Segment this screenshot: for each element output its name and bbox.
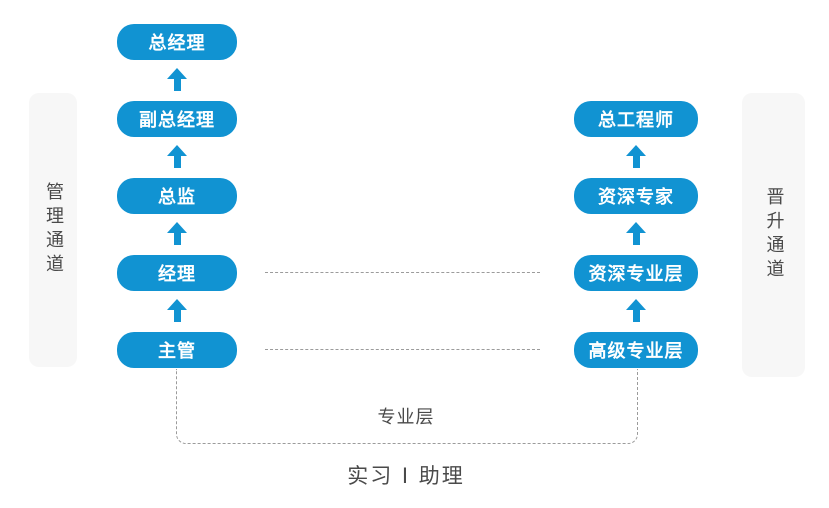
professional-layer-bracket	[176, 369, 638, 444]
professional-level-node: 资深专家	[574, 178, 698, 214]
professional-layer-label: 专业层	[377, 407, 435, 428]
dashed-connector	[265, 272, 540, 273]
management-level-node: 经理	[117, 255, 237, 291]
professional-level-node: 总工程师	[574, 101, 698, 137]
up-arrow-icon	[167, 299, 187, 322]
dashed-connector	[265, 349, 540, 350]
up-arrow-icon	[626, 222, 646, 245]
up-arrow-icon	[167, 68, 187, 91]
up-arrow-icon	[626, 299, 646, 322]
intern-assistant-label: 实习 I 助理	[347, 464, 465, 488]
up-arrow-icon	[626, 145, 646, 168]
management-level-node: 总经理	[117, 24, 237, 60]
management-level-node: 总监	[117, 178, 237, 214]
management-level-node: 主管	[117, 332, 237, 368]
management-channel-sidebar: 管理通道	[29, 93, 77, 367]
up-arrow-icon	[167, 222, 187, 245]
professional-level-node: 资深专业层	[574, 255, 698, 291]
promotion-channel-label: 晋升通道	[763, 187, 785, 283]
professional-level-node: 高级专业层	[574, 332, 698, 368]
management-channel-label: 管理通道	[43, 182, 64, 278]
management-level-node: 副总经理	[117, 101, 237, 137]
up-arrow-icon	[167, 145, 187, 168]
promotion-channel-sidebar: 晋升通道	[742, 93, 805, 377]
